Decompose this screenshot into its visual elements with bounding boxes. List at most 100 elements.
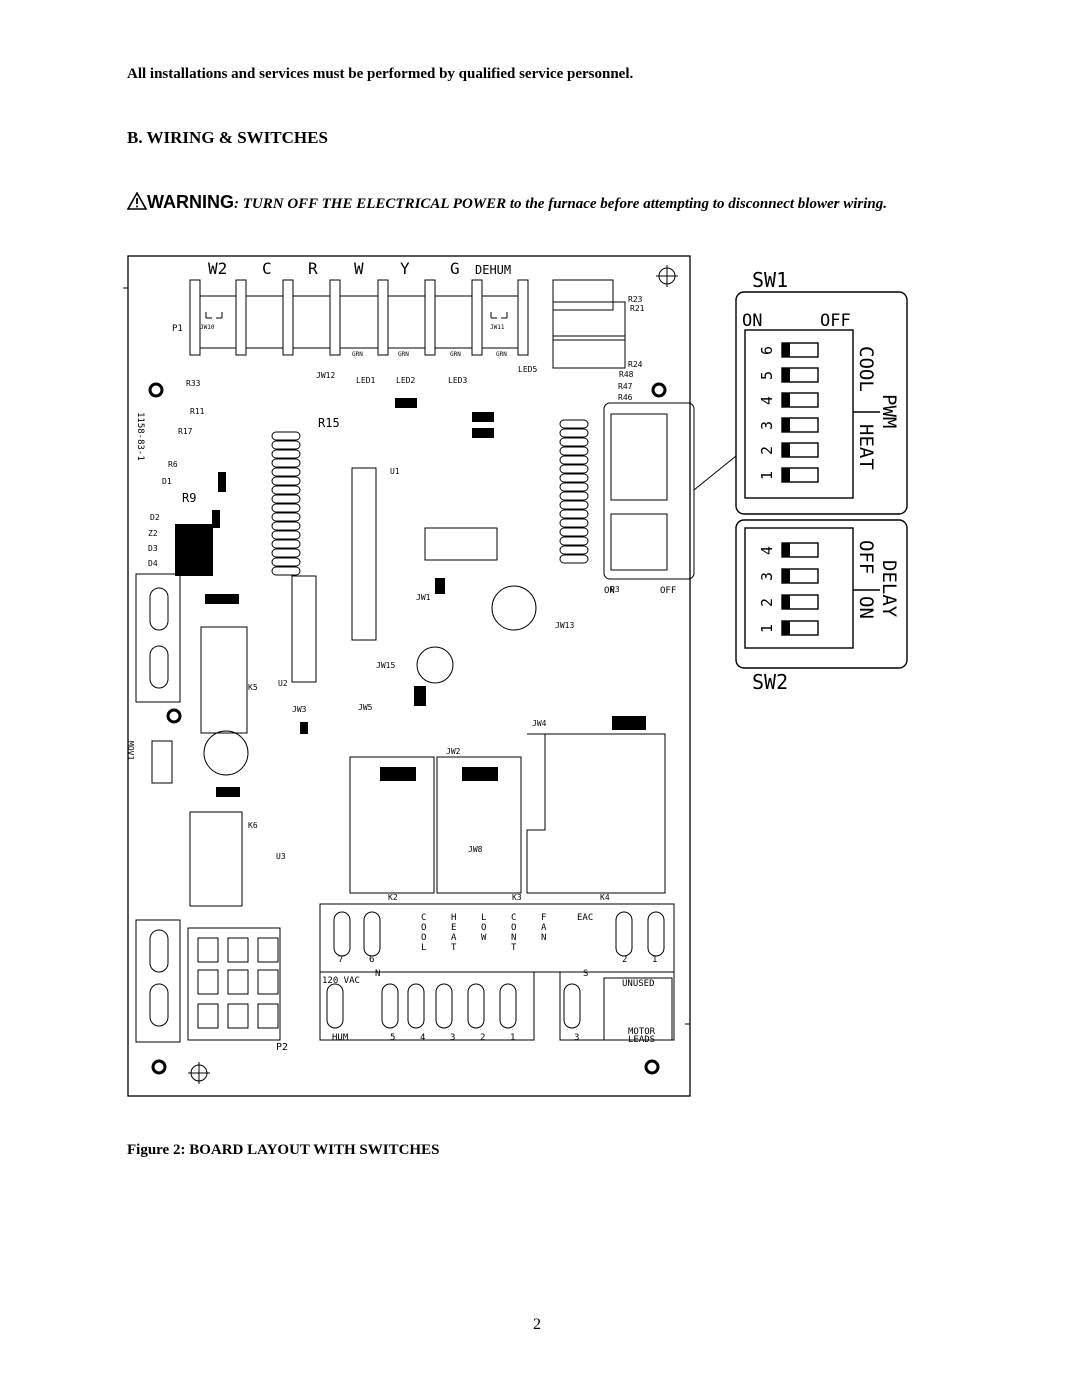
svg-text:LED3: LED3 xyxy=(448,376,467,385)
svg-text:R46: R46 xyxy=(618,393,633,402)
bottom-terminal-block xyxy=(319,903,675,1041)
pin-label: 5 xyxy=(390,1033,395,1043)
svg-text:JW15: JW15 xyxy=(376,661,395,670)
resistor-stack-right xyxy=(559,419,589,564)
vertical-pin-letter: T xyxy=(451,943,457,953)
resistor-oval xyxy=(559,545,589,555)
terminal-slot xyxy=(647,911,665,957)
sw1-cool-label: COOL xyxy=(855,346,877,392)
top-terminal-label: W2 xyxy=(208,259,227,278)
bottom-relays xyxy=(349,733,666,894)
svg-text:JW12: JW12 xyxy=(316,371,335,380)
sw1-dip-actuator xyxy=(782,343,790,357)
terminal-slot xyxy=(563,983,581,1029)
component-box xyxy=(424,527,498,561)
svg-text:JW2: JW2 xyxy=(446,747,461,756)
sw1-dip-actuator xyxy=(782,393,790,407)
resistor-oval xyxy=(271,467,301,477)
svg-text:K2: K2 xyxy=(388,893,398,902)
vertical-pin-letter: T xyxy=(511,943,517,953)
svg-text:R48: R48 xyxy=(619,370,634,379)
resistor-oval xyxy=(559,518,589,528)
svg-text:R11: R11 xyxy=(190,407,205,416)
sw1-switch-number: 5 xyxy=(758,371,776,380)
terminal-slot xyxy=(407,983,425,1029)
resistor-oval xyxy=(271,557,301,567)
diode-bands xyxy=(175,398,646,797)
svg-text:GRN: GRN xyxy=(352,351,363,358)
vertical-pin-letter: W xyxy=(481,933,487,943)
pin-label: 2 xyxy=(480,1033,485,1043)
sw1-dip-actuator xyxy=(782,443,790,457)
svg-text:P3: P3 xyxy=(610,585,620,594)
top-terminal-label: DEHUM xyxy=(475,263,511,277)
vertical-pin-letter: A xyxy=(451,933,457,943)
top-terminal-label: R xyxy=(308,259,318,278)
resistor-oval xyxy=(271,449,301,459)
connector-p2 xyxy=(187,927,281,1041)
svg-text:OFF: OFF xyxy=(820,311,851,331)
resistor-oval xyxy=(559,554,589,564)
warning-triangle-icon xyxy=(126,191,148,210)
svg-text:JW3: JW3 xyxy=(292,705,307,714)
svg-text:JW4: JW4 xyxy=(532,719,547,728)
pin-label: 1 xyxy=(652,955,657,965)
resistor-oval xyxy=(559,491,589,501)
service-notice: All installations and services must be p… xyxy=(127,66,634,82)
svg-text:R9: R9 xyxy=(182,491,196,505)
svg-text:JW5: JW5 xyxy=(358,703,373,712)
vertical-pin-letter: F xyxy=(541,913,546,923)
sw1-switch-number: 3 xyxy=(758,421,776,430)
terminal-slot xyxy=(467,983,485,1029)
sw2-dip-actuator xyxy=(782,543,790,557)
sw2-dip-actuator xyxy=(782,621,790,635)
resistor-oval xyxy=(559,482,589,492)
resistor-oval xyxy=(559,473,589,483)
svg-text:Z2: Z2 xyxy=(148,529,158,538)
resistor-oval xyxy=(559,446,589,456)
resistor-oval xyxy=(559,500,589,510)
resistor-oval xyxy=(559,455,589,465)
sw2-switch-number: 2 xyxy=(758,598,776,607)
svg-text:JW13: JW13 xyxy=(555,621,574,630)
vertical-pin-letter: O xyxy=(511,923,516,933)
board-outline xyxy=(127,255,691,1097)
jumper-jw10: JW10 xyxy=(200,324,215,331)
pin-label: 3 xyxy=(450,1033,455,1043)
terminal-slot xyxy=(333,911,351,957)
figure-caption: Figure 2: BOARD LAYOUT WITH SWITCHES xyxy=(127,1142,440,1158)
svg-text:MOV1: MOV1 xyxy=(126,741,135,760)
svg-text:R15: R15 xyxy=(318,416,340,430)
vertical-pin-letter: C xyxy=(421,913,426,923)
terminal-slot xyxy=(381,983,399,1029)
motor-label: MOTOR xyxy=(628,1027,656,1037)
sw1-dip-actuator xyxy=(782,418,790,432)
resistor-oval xyxy=(271,521,301,531)
vertical-pin-letter: H xyxy=(451,913,456,923)
terminal-slot xyxy=(499,983,517,1029)
svg-text:K3: K3 xyxy=(512,893,522,902)
pin-label: 4 xyxy=(420,1033,425,1043)
svg-text:JW8: JW8 xyxy=(468,845,483,854)
vertical-pin-letter: O xyxy=(421,923,426,933)
board-part-number: 1158-83-1 xyxy=(135,412,145,461)
hum-voltage-label: 120 VAC xyxy=(322,976,360,986)
vertical-pin-letter: O xyxy=(481,923,486,933)
terminal-slot xyxy=(363,911,381,957)
fiducial-marks xyxy=(188,265,678,1084)
resistor-oval xyxy=(559,437,589,447)
neutral-label: N xyxy=(375,969,380,979)
sw1-switch-number: 1 xyxy=(758,471,776,480)
svg-text:D1: D1 xyxy=(162,477,172,486)
pin-label: 7 xyxy=(338,955,343,965)
relay-k5 xyxy=(200,626,248,734)
svg-text:K6: K6 xyxy=(248,821,258,830)
top-terminal-label: W xyxy=(354,259,364,278)
resistor-oval xyxy=(271,503,301,513)
top-terminal-label: Y xyxy=(400,259,410,278)
sw1-dip-actuator xyxy=(782,468,790,482)
sw1-switch-number: 4 xyxy=(758,396,776,405)
leads-label: LEADS xyxy=(628,1035,655,1045)
